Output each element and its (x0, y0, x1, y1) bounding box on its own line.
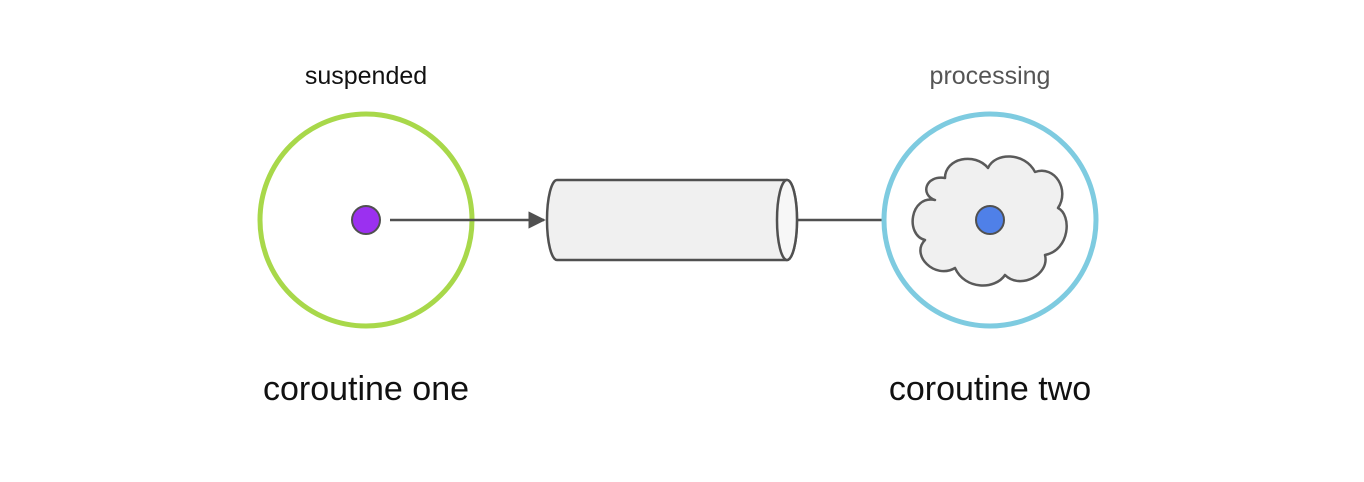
coroutine-two-dot (975, 205, 1005, 235)
channel-pipe (545, 178, 799, 262)
coroutine-two-state-label: processing (930, 62, 1051, 90)
coroutine-two: processing coroutine two (881, 62, 1099, 408)
coroutine-one-name-label: coroutine one (263, 370, 469, 408)
coroutine-one: suspended coroutine one (257, 62, 475, 408)
coroutine-one-state-label: suspended (305, 62, 427, 90)
coroutine-one-dot (351, 205, 381, 235)
channel-pipe-opening (775, 178, 799, 262)
coroutine-two-name-label: coroutine two (889, 370, 1091, 408)
channel-pipe-body (545, 178, 799, 262)
coroutine-two-ring (881, 111, 1099, 329)
